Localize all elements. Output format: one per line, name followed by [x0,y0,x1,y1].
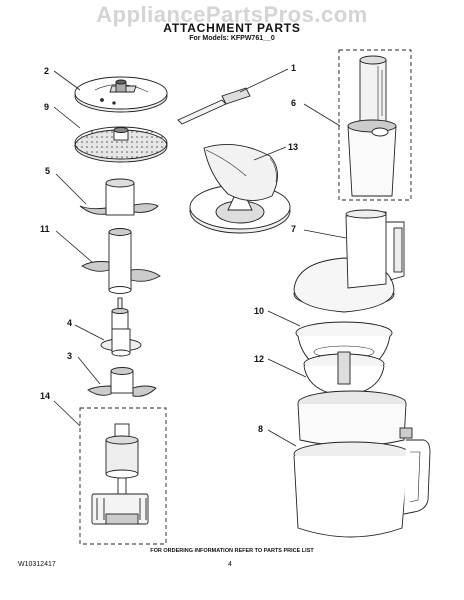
leader-line-3 [77,356,101,385]
callout-2: 2 [44,66,49,76]
callout-14: 14 [40,391,50,401]
part-11-multipurpose-blade [81,228,161,294]
callout-1: 1 [291,63,296,73]
leader-line-7 [303,229,347,239]
leader-line-2 [53,70,81,91]
leader-line-13 [253,146,287,161]
leader-line-14 [53,400,81,427]
leader-line-10 [267,310,301,327]
callout-7: 7 [291,224,296,234]
part-4-disc-adapter [100,297,142,357]
leader-line-9 [53,106,81,129]
callout-9: 9 [44,102,49,112]
callout-10: 10 [254,306,264,316]
ordering-note: FOR ORDERING INFORMATION REFER TO PARTS … [150,548,314,554]
page-title: ATTACHMENT PARTS [163,21,301,35]
part-14-egg-whip-kit [79,407,167,545]
part-8-work-bowl [293,390,431,538]
leader-line-12 [267,358,307,378]
leader-line-1 [239,68,289,93]
part-6-food-pusher [338,49,412,201]
leader-line-6 [303,103,341,127]
part-9-shredding-disc [74,126,168,163]
document-number: W10312417 [18,561,56,568]
leader-line-5 [55,173,87,205]
part-12-inner-bowl [303,351,385,397]
callout-11: 11 [40,224,50,234]
leader-line-8 [267,429,297,447]
part-1-spatula [177,87,251,125]
part-2-slicing-disc [74,76,168,113]
part-3-mini-blade [87,367,157,397]
model-subtitle: For Models: KFPW761__0 [189,35,275,42]
callout-5: 5 [45,166,50,176]
callout-12: 12 [254,354,264,364]
page-number: 4 [228,561,232,568]
callout-13: 13 [288,142,298,152]
callout-6: 6 [291,98,296,108]
part-7-work-bowl-cover [293,209,405,313]
callout-3: 3 [67,351,72,361]
leader-line-4 [74,324,105,341]
part-13-citrus-press [189,143,291,234]
callout-8: 8 [258,424,263,434]
callout-4: 4 [67,318,72,328]
site-watermark: AppliancePartsPros.com [96,2,368,27]
part-5-dough-blade [79,178,159,216]
leader-line-11 [55,230,93,263]
